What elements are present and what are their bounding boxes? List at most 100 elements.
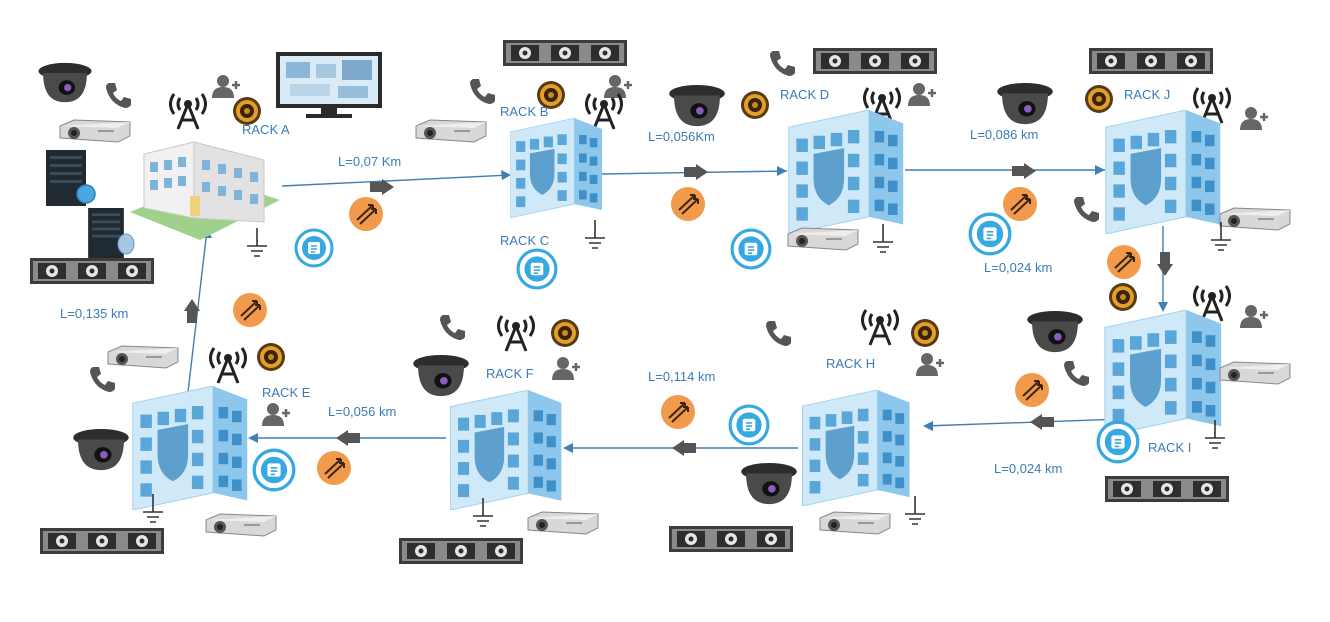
ground-icon (1204, 420, 1226, 449)
rack-panel-icon (399, 538, 523, 564)
projector-icon (107, 345, 179, 369)
network-icon (1096, 420, 1140, 464)
link-distance-label: L=0,135 km (60, 306, 128, 321)
rack-label: RACK E (262, 385, 311, 400)
network-icon (294, 228, 334, 268)
network-icon (730, 228, 772, 270)
arrowhead-icon (923, 421, 933, 431)
link-arrowheads (202, 165, 1168, 453)
network-icon (516, 248, 558, 290)
rack-panel-icon (813, 48, 937, 74)
arrowhead-icon (248, 433, 258, 443)
arrowhead-icon (1158, 302, 1168, 312)
rack-label: RACK D (780, 87, 829, 102)
projector-icon (819, 511, 891, 535)
rack-panel-icon (1089, 48, 1213, 74)
globe-icon (76, 184, 96, 204)
rack-panel-icon (669, 526, 793, 552)
phone-icon (470, 79, 495, 104)
link-distance-label: L=0,086 km (970, 127, 1038, 142)
rack-panel-icon (503, 40, 627, 66)
projector-icon (787, 227, 859, 251)
projector-icon (415, 119, 487, 143)
arrowhead-icon (563, 443, 573, 453)
ground-icon (904, 496, 926, 525)
rack-j-node: RACK J (968, 48, 1291, 256)
link-distance-label: L=0,056 km (328, 404, 396, 419)
antenna-icon (209, 346, 247, 384)
user-icon (262, 402, 292, 426)
arrowhead-icon (1095, 165, 1105, 175)
camera-icon (73, 428, 129, 471)
network-icon (968, 212, 1012, 256)
user-icon (552, 356, 582, 380)
database-icon (117, 233, 135, 255)
user-icon (212, 74, 242, 98)
antenna-icon (169, 92, 207, 130)
phone-icon (1074, 197, 1099, 222)
projector-icon (59, 119, 131, 143)
projector-icon (1219, 361, 1291, 385)
fiber-icon (670, 186, 706, 222)
projector-icon (205, 513, 277, 537)
network-icon (252, 448, 296, 492)
ground-icon (584, 220, 606, 249)
arrowhead-icon (777, 166, 787, 176)
speaker-icon (233, 97, 261, 125)
rack-panel-icon (30, 258, 154, 284)
arrow-icon (1012, 163, 1036, 179)
speaker-icon (911, 319, 939, 347)
antenna-icon (861, 308, 899, 346)
rack-f-node: RACK F (399, 314, 599, 564)
rack-label: RACK B (500, 104, 548, 119)
building-icon (1104, 310, 1222, 436)
network-icon (728, 404, 770, 446)
rack-i-node: RACK I (1014, 283, 1291, 502)
speaker-icon (1085, 85, 1113, 113)
speaker-icon (1109, 283, 1137, 311)
arrow-icon (184, 299, 200, 323)
building-icon (132, 386, 248, 510)
speaker-icon (257, 343, 285, 371)
fiber-icon (316, 450, 352, 486)
arrowhead-icon (501, 170, 511, 180)
building-icon (510, 117, 602, 219)
user-icon (908, 82, 938, 106)
rack-label: RACK H (826, 356, 875, 371)
rack-panel-icon (1105, 476, 1229, 502)
fiber-icon (1002, 186, 1038, 222)
rack-h-node: RACK H (669, 308, 946, 552)
link-distance-label: L=0,07 Km (338, 154, 401, 169)
link-distance-label: L=0,114 km (648, 369, 715, 384)
fiber-icon (660, 394, 696, 430)
rack-label: RACK C (500, 233, 549, 248)
camera-icon (741, 462, 797, 505)
speaker-icon (741, 91, 769, 119)
link-distance-label: L=0,024 km (994, 461, 1062, 476)
rack-label: RACK I (1148, 440, 1191, 455)
camera-icon (669, 84, 725, 127)
user-icon (1240, 304, 1270, 328)
phone-icon (766, 321, 791, 346)
fiber-icon (1014, 372, 1050, 408)
camera-icon (413, 354, 469, 397)
speaker-icon (551, 319, 579, 347)
monitor-icon (276, 52, 382, 118)
arrow-icon (1030, 414, 1054, 430)
rack-label: RACK F (486, 366, 534, 381)
link-distance-label: L=0,056Km (648, 129, 715, 144)
rack-d-node: RACK D (669, 48, 938, 270)
camera-icon (997, 82, 1053, 125)
camera-icon (1027, 310, 1083, 353)
phone-icon (770, 51, 795, 76)
building-icon (801, 390, 911, 506)
building-icon (1105, 110, 1221, 234)
phone-icon (106, 83, 131, 108)
arrow-icon (672, 440, 696, 456)
rack-label: RACK J (1124, 87, 1170, 102)
arrow-icon (684, 164, 708, 180)
user-icon (916, 352, 946, 376)
server-icon (88, 208, 124, 258)
ground-icon (246, 228, 268, 257)
user-icon (1240, 106, 1270, 130)
